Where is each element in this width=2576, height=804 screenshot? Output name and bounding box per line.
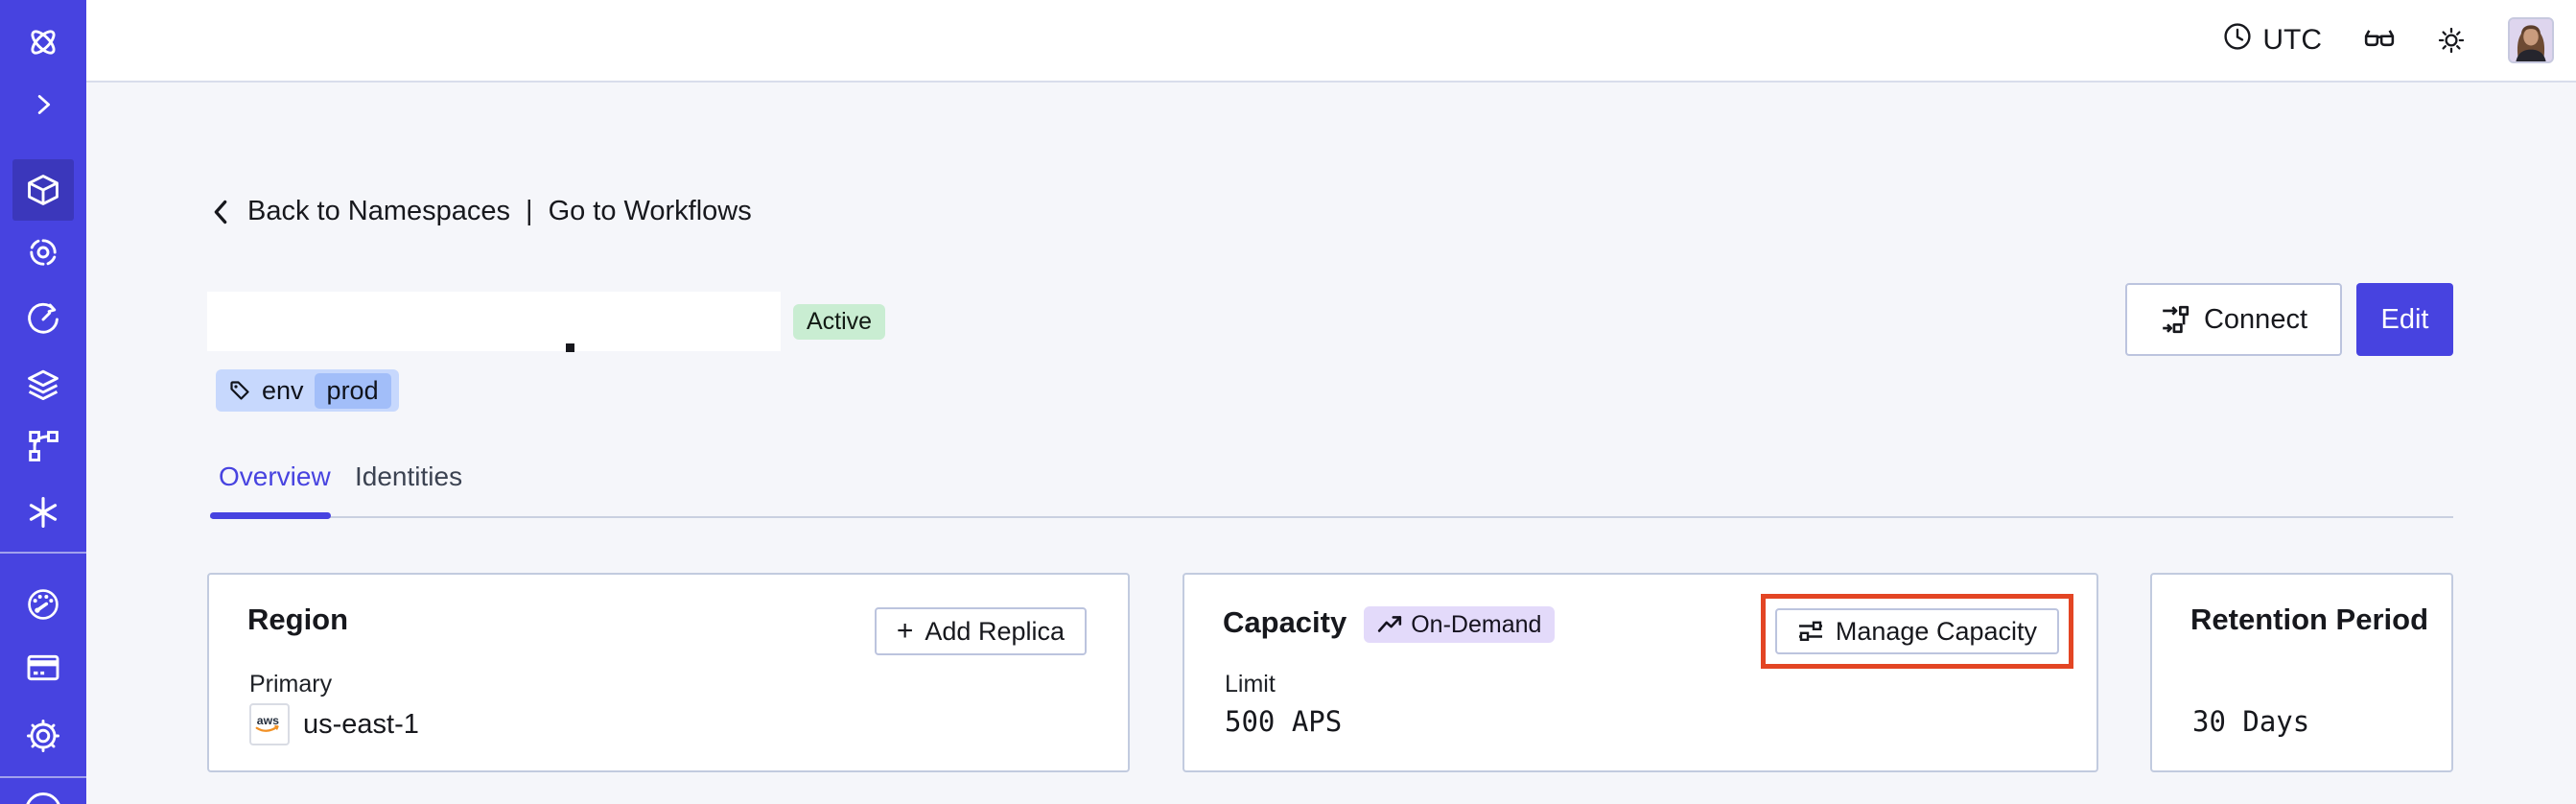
clock-icon xyxy=(2223,22,2252,59)
sidebar-item-schedules[interactable] xyxy=(0,300,86,339)
topbar: UTC xyxy=(86,0,2576,83)
annotation-highlight-box: Manage Capacity xyxy=(1760,594,2073,669)
breadcrumb: Back to Namespaces | Go to Workflows xyxy=(209,196,752,227)
capacity-card-title: Capacity xyxy=(1223,604,1347,639)
theme-brightness-button[interactable] xyxy=(2437,26,2466,55)
manage-capacity-label: Manage Capacity xyxy=(1835,616,2037,646)
redaction-artifact-dot xyxy=(566,343,574,352)
plus-icon: + xyxy=(896,615,914,647)
sidebar-item-nexus[interactable] xyxy=(0,493,86,532)
sidebar-item-namespaces[interactable] xyxy=(0,171,86,209)
sidebar-item-billing[interactable] xyxy=(0,649,86,687)
sidebar-nav xyxy=(0,0,86,804)
labs-glasses-button[interactable] xyxy=(2364,26,2395,55)
ondemand-badge: On-Demand xyxy=(1364,606,1556,643)
add-replica-label: Add Replica xyxy=(925,616,1065,646)
primary-label: Primary xyxy=(249,671,333,698)
sidebar-item-usage[interactable] xyxy=(0,585,86,624)
breadcrumb-separator: | xyxy=(526,196,533,226)
retention-card-title: Retention Period xyxy=(2190,603,2429,636)
sliders-icon xyxy=(1797,618,1824,645)
region-value: us-east-1 xyxy=(303,708,419,740)
sidebar-item-workflows[interactable] xyxy=(0,233,86,272)
edit-button-label: Edit xyxy=(2380,303,2429,335)
aws-logo-text: aws xyxy=(257,714,279,727)
capacity-card: Capacity On-Demand Ma xyxy=(1183,573,2098,772)
connect-button-label: Connect xyxy=(2203,303,2307,335)
tab-identities[interactable]: Identities xyxy=(355,461,463,491)
ondemand-badge-label: On-Demand xyxy=(1411,610,1542,638)
tabs-baseline xyxy=(210,516,2453,518)
back-chevron-icon xyxy=(209,199,232,225)
timezone-label: UTC xyxy=(2262,24,2322,56)
trending-up-icon xyxy=(1377,613,1402,636)
sidebar-item-batch-operations[interactable] xyxy=(0,427,86,465)
sidebar-item-support[interactable] xyxy=(25,792,61,804)
manage-capacity-button[interactable]: Manage Capacity xyxy=(1774,608,2059,654)
sidebar-divider xyxy=(0,776,86,778)
limit-label: Limit xyxy=(1225,671,1276,698)
sidebar-item-deployments[interactable] xyxy=(0,365,86,403)
tab-overview[interactable]: Overview xyxy=(219,461,331,491)
add-replica-button[interactable]: + Add Replica xyxy=(874,607,1087,655)
connect-button[interactable]: Connect xyxy=(2125,283,2342,356)
tag-value-chip: prod xyxy=(314,372,391,409)
expand-sidebar-icon[interactable] xyxy=(0,85,86,124)
tag-icon xyxy=(228,379,251,402)
region-card: Region + Add Replica Primary aws us-east… xyxy=(207,573,1130,772)
edit-button[interactable]: Edit xyxy=(2356,283,2453,356)
retention-value: 30 Days xyxy=(2192,705,2310,738)
namespace-tag: env prod xyxy=(216,369,399,412)
capacity-limit-value: 500 APS xyxy=(1225,705,1343,738)
region-card-title: Region xyxy=(247,603,349,636)
tag-key: env xyxy=(262,375,304,405)
timezone-selector[interactable]: UTC xyxy=(2223,22,2322,59)
aws-logo: aws xyxy=(249,703,290,745)
namespace-title-redacted xyxy=(207,292,781,351)
go-to-workflows-link[interactable]: Go to Workflows xyxy=(548,196,752,226)
active-tab-underline xyxy=(210,512,331,519)
connect-icon xyxy=(2160,304,2190,335)
user-avatar[interactable] xyxy=(2508,17,2554,63)
sidebar-item-settings[interactable] xyxy=(0,717,86,755)
status-badge: Active xyxy=(793,304,886,340)
sidebar-divider xyxy=(0,552,86,554)
temporal-logo[interactable] xyxy=(0,23,86,61)
back-to-namespaces-link[interactable]: Back to Namespaces xyxy=(247,196,511,226)
retention-card: Retention Period 30 Days xyxy=(2150,573,2453,772)
